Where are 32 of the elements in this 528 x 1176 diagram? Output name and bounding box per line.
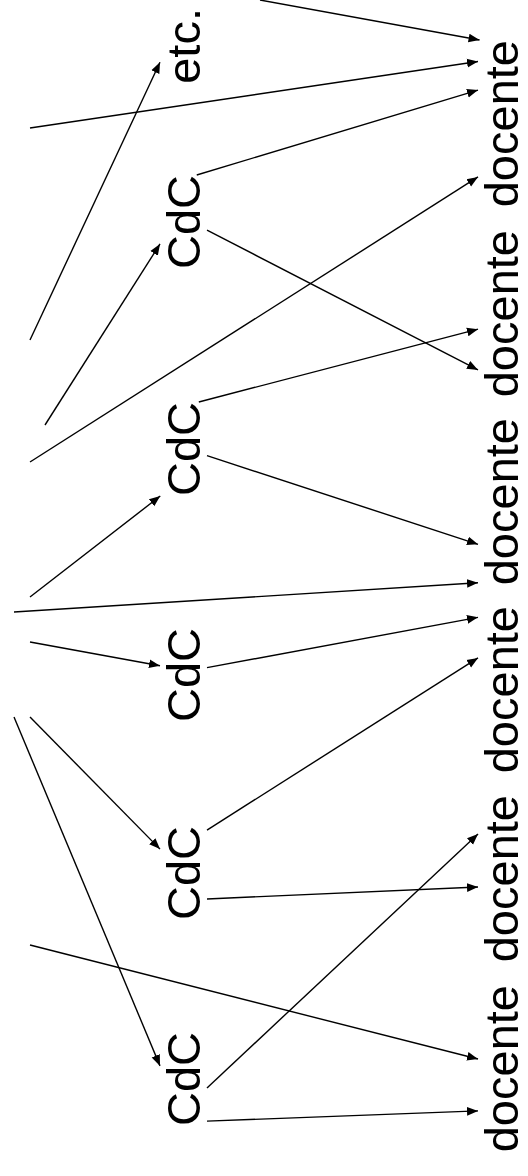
arrow	[198, 327, 479, 403]
arrow	[29, 716, 161, 850]
rotated-label: docente	[478, 985, 525, 1153]
rotated-label: docente	[478, 418, 525, 586]
arrow	[196, 89, 479, 176]
arrow	[29, 641, 161, 669]
rotated-label: CdC	[160, 826, 207, 921]
rotated-label: docente	[478, 795, 525, 963]
rotated-label: docente	[478, 606, 525, 774]
arrow	[206, 455, 479, 546]
rotated-label: CdC	[160, 402, 207, 497]
arrow	[29, 495, 161, 598]
rotated-label: docente	[478, 230, 525, 398]
arrow	[29, 61, 161, 341]
arrow	[206, 883, 479, 900]
arrow	[206, 1106, 479, 1122]
arrow	[29, 58, 479, 129]
arrow	[259, 0, 481, 43]
rotated-label: etc.	[160, 8, 207, 84]
rotated-label: CdC	[160, 175, 207, 270]
arrow	[206, 229, 479, 371]
arrow	[29, 944, 479, 1061]
rotated-label: CdC	[160, 628, 207, 723]
arrow	[13, 716, 161, 1067]
arrow	[44, 243, 161, 426]
arrow	[206, 833, 479, 1089]
arrow	[206, 657, 479, 831]
rotated-label: CdC	[160, 1032, 207, 1127]
arrow	[29, 176, 479, 463]
arrow	[13, 579, 479, 613]
arrow	[206, 615, 479, 669]
rotated-label: docente	[478, 40, 525, 208]
